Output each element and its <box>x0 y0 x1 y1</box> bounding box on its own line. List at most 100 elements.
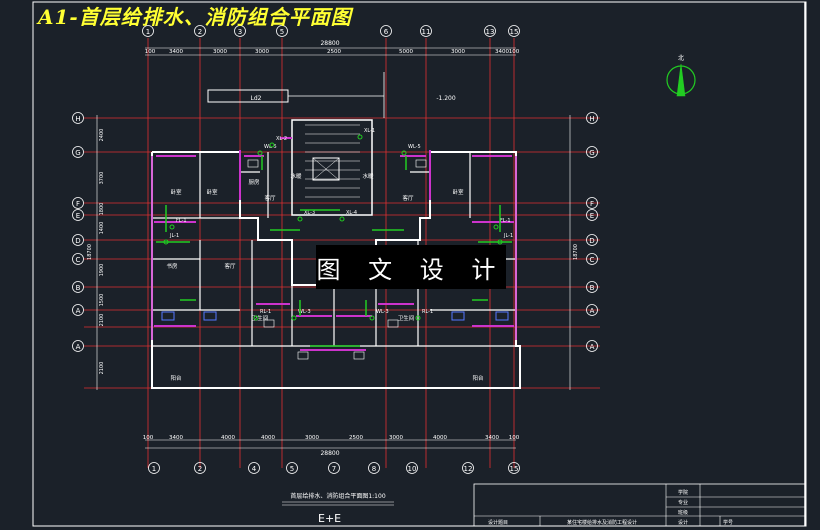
left-axis-bubble-circle <box>72 197 84 209</box>
stair-core <box>291 119 373 216</box>
left-axis-bubble-label: H <box>75 115 80 123</box>
room-label: 卫生间 <box>398 314 415 322</box>
bottom-axis-bubble-label: 15 <box>510 465 519 473</box>
right-axis-bubble-circle <box>586 112 598 124</box>
pipe-label: RL-1 <box>260 309 271 315</box>
top-axis-bubble-circle <box>420 25 432 37</box>
pipe-riser <box>291 315 297 321</box>
top-axis-bubble-circle <box>142 25 154 37</box>
pipe-label: FL-1 <box>500 218 511 224</box>
exterior-wall <box>151 151 521 389</box>
bottom-axis-bubble-label: 8 <box>372 465 376 473</box>
bottom-dimension-value: 100 <box>509 435 520 441</box>
top-dimension-value: 2500 <box>327 49 341 55</box>
left-axis-bubble-circle <box>72 281 84 293</box>
bottom-axis-bubble-circle <box>194 462 206 474</box>
bottom-total-dimension: 28800 <box>320 450 339 457</box>
top-axis-bubble-label: 6 <box>384 28 389 36</box>
bottom-axis-bubble-label: 2 <box>198 465 202 473</box>
bottom-axis-bubble-label: 4 <box>252 465 257 473</box>
top-axis-bubble-circle <box>234 25 246 37</box>
right-axis-bubble-label: G <box>589 149 594 157</box>
fixture-outline <box>247 159 259 168</box>
right-axis-bubble-label: C <box>590 256 595 264</box>
top-dimension-value: 3400 <box>495 49 509 55</box>
fixture-outline <box>297 351 309 360</box>
north-arrow-pointer <box>676 63 686 97</box>
north-arrow-label: 北 <box>678 54 684 62</box>
bottom-dimension-value: 100 <box>143 435 154 441</box>
top-axis-bubble-circle <box>508 25 520 37</box>
bottom-axis-bubble-circle <box>406 462 418 474</box>
title-block-row-label: 班级 <box>678 509 688 516</box>
right-total-dimension: 18700 <box>573 244 579 260</box>
drawing-caption: 首层给排水、消防组合平面图1:100 <box>290 492 385 500</box>
bottom-axis-bubble-circle <box>328 462 340 474</box>
left-axis-bubble-circle <box>72 112 84 124</box>
top-axis-bubble-label: 5 <box>280 28 284 36</box>
fixture-outline <box>387 319 399 328</box>
pipe-label: XL-1 <box>364 128 375 134</box>
left-axis-bubble-circle <box>72 304 84 316</box>
pipe-riser <box>257 150 263 156</box>
bottom-dimension-value: 3000 <box>305 435 319 441</box>
pipe-label: WL-5 <box>264 144 277 150</box>
pipe-riser <box>339 216 345 222</box>
top-axis-bubble-label: 2 <box>198 28 202 36</box>
sanitary-fixture <box>495 311 509 321</box>
bottom-dimension-value: 4000 <box>221 435 235 441</box>
pipe-riser <box>253 315 259 321</box>
pipe-riser <box>493 224 499 230</box>
left-axis-bubble-label: A <box>76 343 81 351</box>
pipe-label: FL-1 <box>176 218 187 224</box>
left-dimension-value: 2100 <box>99 314 105 327</box>
right-axis-bubble-circle <box>586 234 598 246</box>
left-dimension-value: 1900 <box>99 264 105 277</box>
sanitary-fixture <box>451 311 465 321</box>
top-dimension-value: 100 <box>509 49 520 55</box>
pipe-riser <box>357 134 363 140</box>
room-label: 水暖 <box>290 172 302 180</box>
right-axis-bubble-circle <box>586 209 598 221</box>
top-axis-bubble-label: 13 <box>486 28 495 36</box>
left-dimension-value: 1400 <box>99 222 105 235</box>
top-axis-bubble-circle <box>380 25 392 37</box>
bottom-axis-bubble-label: 10 <box>408 465 417 473</box>
pipe-riser <box>369 315 375 321</box>
right-axis-bubble-label: B <box>590 284 595 292</box>
elevation-mark: -1.200 <box>436 95 456 102</box>
right-axis-bubble-circle <box>586 146 598 158</box>
bottom-axis-bubble-circle <box>248 462 260 474</box>
bottom-axis-bubble-label: 12 <box>464 465 473 473</box>
pipe-label: XL-4 <box>346 210 357 216</box>
pipe-riser <box>415 315 421 321</box>
room-label: 卧室 <box>170 188 182 196</box>
left-axis-bubble-label: A <box>76 307 81 315</box>
bottom-axis-bubble-label: 5 <box>290 465 294 473</box>
sheet-frame <box>32 1 807 527</box>
left-dimension-value: 2100 <box>99 362 105 375</box>
right-axis-bubble-circle <box>586 197 598 209</box>
sanitary-fixture <box>203 311 217 321</box>
pipe-riser <box>297 216 303 222</box>
pipe-riser <box>269 142 275 148</box>
sheet-title: A1-首层给排水、消防组合平面图 <box>38 5 352 29</box>
top-axis-bubble-circle <box>276 25 288 37</box>
bottom-axis-bubble-circle <box>148 462 160 474</box>
room-label: 卫生间 <box>252 314 269 322</box>
left-axis-bubble-circle <box>72 146 84 158</box>
room-label: 客厅 <box>224 262 236 270</box>
left-total-dimension: 18700 <box>87 244 93 260</box>
left-axis-bubble-label: F <box>76 200 80 208</box>
bottom-dimension-value: 3400 <box>169 435 183 441</box>
bottom-dimension-value: 2500 <box>349 435 363 441</box>
pipe-label: XL-2 <box>276 136 287 142</box>
elevator-shaft <box>312 157 340 181</box>
pipe-label: RL-1 <box>422 309 433 315</box>
elevator-cross <box>312 157 340 181</box>
top-dimension-value: 5000 <box>399 49 413 55</box>
right-axis-bubble-circle <box>586 281 598 293</box>
right-axis-bubble-label: D <box>589 237 594 245</box>
bottom-dimension-value: 3000 <box>389 435 403 441</box>
